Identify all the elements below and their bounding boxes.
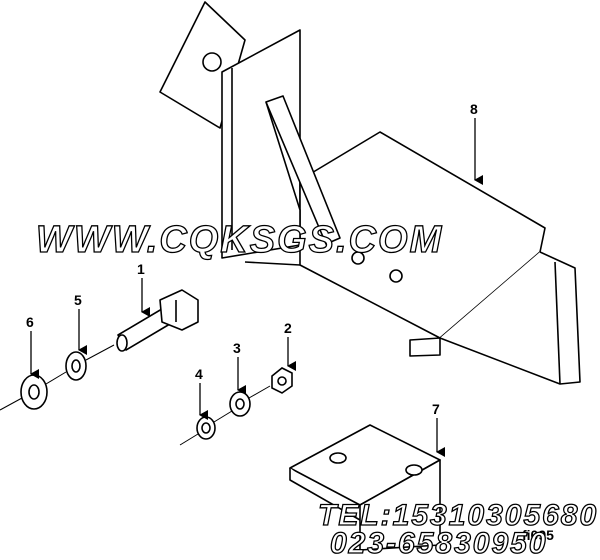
nut-part-2 [271, 367, 293, 394]
lockwasher-part-5 [65, 351, 87, 381]
callout-1: 1 [137, 261, 145, 277]
bracket-part-8 [159, 1, 581, 385]
callout-3: 3 [233, 340, 241, 356]
washer-part-6 [20, 374, 48, 410]
watermark-phone: 023-65830950 [330, 527, 548, 560]
watermark-tel: TEL:15310305680 [318, 499, 598, 532]
callout-labels: 1 2 3 4 5 6 7 8 [26, 101, 478, 417]
assembly-axis-lines [0, 344, 271, 446]
washer-part-3 [229, 391, 251, 417]
callout-8: 8 [470, 101, 478, 117]
watermark-site: WWW.CQKSGS.COM [36, 219, 443, 261]
callout-7: 7 [432, 401, 440, 417]
bolt-part-1 [116, 289, 199, 352]
callout-2: 2 [284, 320, 292, 336]
clip-part-7 [289, 424, 441, 551]
callout-5: 5 [74, 292, 82, 308]
drawing-code: fi095 [522, 527, 554, 543]
lockwasher-part-4 [196, 416, 216, 440]
callout-arrows [30, 118, 483, 457]
callout-4: 4 [195, 366, 203, 382]
callout-6: 6 [26, 314, 34, 330]
